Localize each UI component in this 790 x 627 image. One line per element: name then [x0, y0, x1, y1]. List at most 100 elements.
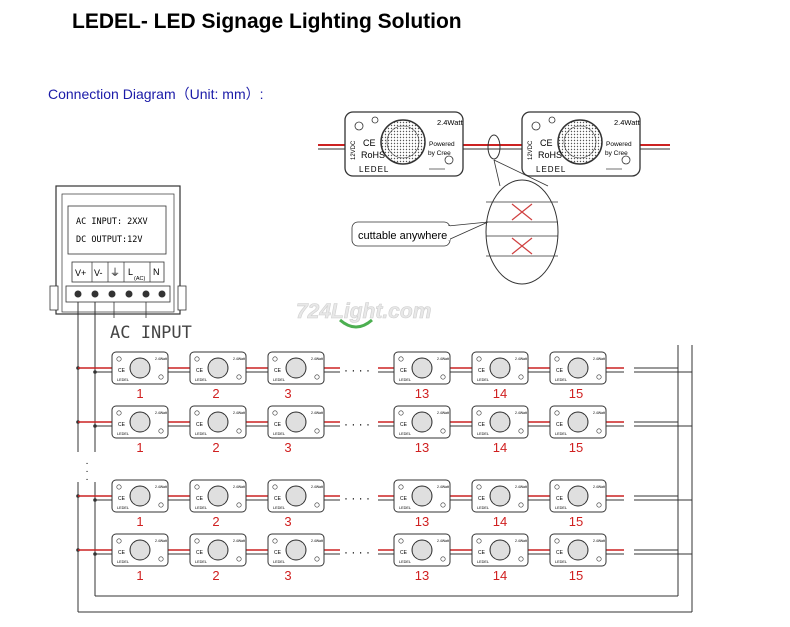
module-ce-mark: CE — [274, 496, 282, 502]
module-brand-label: LEDEL — [195, 432, 207, 436]
top-module-group: 2.4Watt CE RoHS Powered by Cree 12VDC LE… — [318, 111, 670, 177]
module-brand-label: LEDEL — [359, 165, 389, 174]
cut-mark — [487, 134, 501, 160]
bus-wiring: · · · — [76, 302, 693, 613]
module-watt-label: 2.4Watt — [233, 411, 245, 415]
mount-hole-icon — [476, 356, 482, 362]
mount-hole-icon — [236, 556, 242, 562]
module-ce-mark: CE — [478, 422, 486, 428]
svg-text:·: · — [85, 474, 88, 485]
mount-hole-icon — [158, 502, 164, 508]
ac-input-label: AC INPUT — [110, 323, 192, 343]
dc-output-spec: DC OUTPUT:12V — [76, 235, 143, 245]
mount-hole-icon — [518, 502, 524, 508]
module-number: 1 — [136, 386, 143, 401]
module-watt-label: 2.4Watt — [437, 485, 449, 489]
module-ce-mark: CE — [556, 550, 564, 556]
module-brand-label: LEDEL — [117, 506, 129, 510]
module-brand-label: LEDEL — [273, 432, 285, 436]
module-watt-label: 2.4Watt — [437, 411, 449, 415]
mount-hole-icon — [116, 356, 122, 362]
module-number: 15 — [569, 514, 583, 529]
mount-hole-icon — [398, 410, 404, 416]
module-ce-mark: CE — [196, 368, 204, 374]
module-number: 3 — [284, 386, 291, 401]
module-watt-label: 2.4Watt — [614, 118, 640, 127]
module-watt-label: 2.4Watt — [515, 411, 527, 415]
callout-label: cuttable anywhere — [358, 230, 447, 242]
mount-hole-icon — [272, 356, 278, 362]
module-row: · · · ·CE2.4WattLEDEL1CE2.4WattLEDEL2CE2… — [78, 533, 692, 583]
terminal-block — [65, 285, 171, 303]
mount-hole-icon — [314, 428, 320, 434]
module-rohs-mark: RoHS — [361, 150, 385, 160]
module-watt-label: 2.4Watt — [311, 411, 323, 415]
module-rohs-mark: RoHS — [538, 150, 562, 160]
mount-hole-icon — [194, 484, 200, 490]
module-number: 15 — [569, 568, 583, 583]
watermark: 724Light.com — [296, 300, 431, 323]
module-ce-mark: CE — [400, 550, 408, 556]
row-ellipsis: · — [85, 458, 88, 469]
cut-x-icon — [511, 203, 533, 221]
module-ce-mark: CE — [274, 422, 282, 428]
mount-hole-icon — [398, 356, 404, 362]
ac-input-spec: AC INPUT: 2XXV — [76, 217, 148, 227]
module-brand-label: LEDEL — [477, 506, 489, 510]
module-powered-label: Powered — [429, 141, 455, 148]
module-ce-mark: CE — [118, 368, 126, 374]
module-ce-mark: CE — [478, 550, 486, 556]
mount-hole-icon — [194, 538, 200, 544]
mount-hole-icon — [621, 155, 631, 165]
sun-icon — [548, 116, 556, 124]
module-brand-label: LEDEL — [195, 560, 207, 564]
mount-hole-icon — [158, 556, 164, 562]
module-number: 13 — [415, 568, 429, 583]
module-watt-label: 2.4Watt — [593, 539, 605, 543]
module-watt-label: 2.4Watt — [437, 357, 449, 361]
module-brand-label: LEDEL — [273, 378, 285, 382]
module-brand-label: LEDEL — [536, 165, 566, 174]
module-row: · · · ·CE2.4WattLEDEL1CE2.4WattLEDEL2CE2… — [78, 405, 692, 455]
mount-hole-icon — [596, 556, 602, 562]
module-watt-label: 2.4Watt — [515, 357, 527, 361]
mount-hole-icon — [476, 538, 482, 544]
module-watt-label: 2.4Watt — [437, 539, 449, 543]
module-brand-label: LEDEL — [195, 506, 207, 510]
mount-hole-icon — [554, 538, 560, 544]
module-number: 13 — [415, 440, 429, 455]
mount-hole-icon — [116, 484, 122, 490]
mount-hole-icon — [554, 356, 560, 362]
module-ce-mark: CE — [540, 138, 553, 148]
module-brand-label: LEDEL — [273, 506, 285, 510]
module-number: 13 — [415, 514, 429, 529]
module-watt-label: 2.4Watt — [515, 539, 527, 543]
module-brand-label: LEDEL — [117, 560, 129, 564]
mount-hole-icon — [518, 428, 524, 434]
mount-hole-icon — [272, 538, 278, 544]
terminal-ac-sub: (AC) — [134, 276, 145, 282]
module-brand-label: LEDEL — [477, 378, 489, 382]
module-ce-mark: CE — [478, 368, 486, 374]
module-number: 1 — [136, 514, 143, 529]
module-ellipsis: · · · · — [344, 545, 370, 559]
mount-hole-icon — [554, 410, 560, 416]
module-ce-mark: CE — [400, 496, 408, 502]
diagram-subtitle: Connection Diagram（Unit: mm）: — [48, 86, 264, 102]
mount-hole-icon — [440, 374, 446, 380]
module-brand-label: LEDEL — [117, 432, 129, 436]
watermark-swoosh-icon — [339, 318, 373, 329]
module-watt-label: 2.4Watt — [593, 485, 605, 489]
led-module-large: 2.4Watt CE RoHS Powered by Cree 12VDC LE… — [521, 111, 641, 177]
module-watt-label: 2.4Watt — [155, 539, 167, 543]
